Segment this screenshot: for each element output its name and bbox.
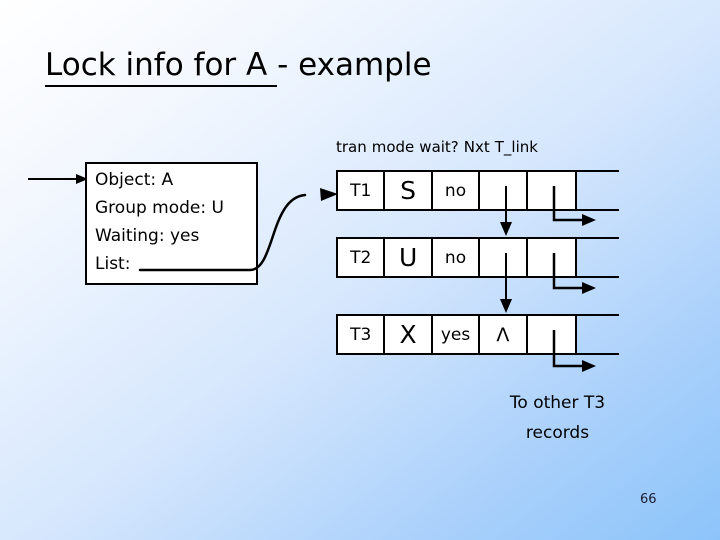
info-line-list: List:	[95, 254, 131, 274]
cell-nxt: Λ	[480, 316, 528, 353]
info-line-waiting: Waiting: yes	[95, 226, 200, 246]
cell-wait: no	[433, 172, 481, 209]
footer-note-line2: records	[525, 423, 590, 443]
col-header-wait: wait?	[419, 138, 459, 156]
table-row: T1 S no	[336, 170, 577, 211]
cell-wait: no	[433, 239, 481, 276]
col-header-tran: tran	[336, 138, 367, 156]
curved-pointer-icon	[138, 188, 338, 272]
table-row: T3 X yes Λ	[336, 314, 577, 355]
row-rule-top-1	[577, 170, 619, 172]
cell-tlink	[528, 239, 575, 276]
cell-mode: U	[385, 239, 433, 276]
cell-nxt	[480, 172, 528, 209]
col-header-nxt: Nxt	[463, 138, 490, 156]
cell-tlink	[528, 316, 575, 353]
col-header-mode: mode	[371, 138, 415, 156]
cell-mode: X	[385, 316, 433, 353]
row-rule-top-3	[577, 314, 619, 316]
cell-tlink	[528, 172, 575, 209]
page-number: 66	[640, 492, 657, 507]
cell-nxt	[480, 239, 528, 276]
cell-wait: yes	[433, 316, 481, 353]
footer-note: To other T3 records	[460, 388, 655, 448]
info-line-object: Object: A	[95, 170, 174, 190]
row-rule-bottom-3	[577, 353, 619, 355]
col-header-tlink: T_link	[494, 138, 538, 156]
cell-mode: S	[385, 172, 433, 209]
page-title: Lock info for A - example	[45, 47, 432, 87]
cell-tran: T3	[338, 316, 386, 353]
page-title-underlined: Lock info for A	[45, 47, 278, 87]
info-line-group-mode: Group mode: U	[95, 198, 224, 218]
row-rule-top-2	[577, 237, 619, 239]
footer-note-line1: To other T3	[509, 393, 606, 413]
page-title-rest: - example	[277, 47, 432, 83]
lock-info-box: Object: A Group mode: U Waiting: yes Lis…	[85, 162, 258, 285]
row-rule-bottom-1	[577, 209, 619, 211]
cell-tran: T2	[338, 239, 386, 276]
table-row: T2 U no	[336, 237, 577, 278]
arrow-right-icon	[28, 174, 88, 184]
row-rule-bottom-2	[577, 276, 619, 278]
cell-tran: T1	[338, 172, 386, 209]
